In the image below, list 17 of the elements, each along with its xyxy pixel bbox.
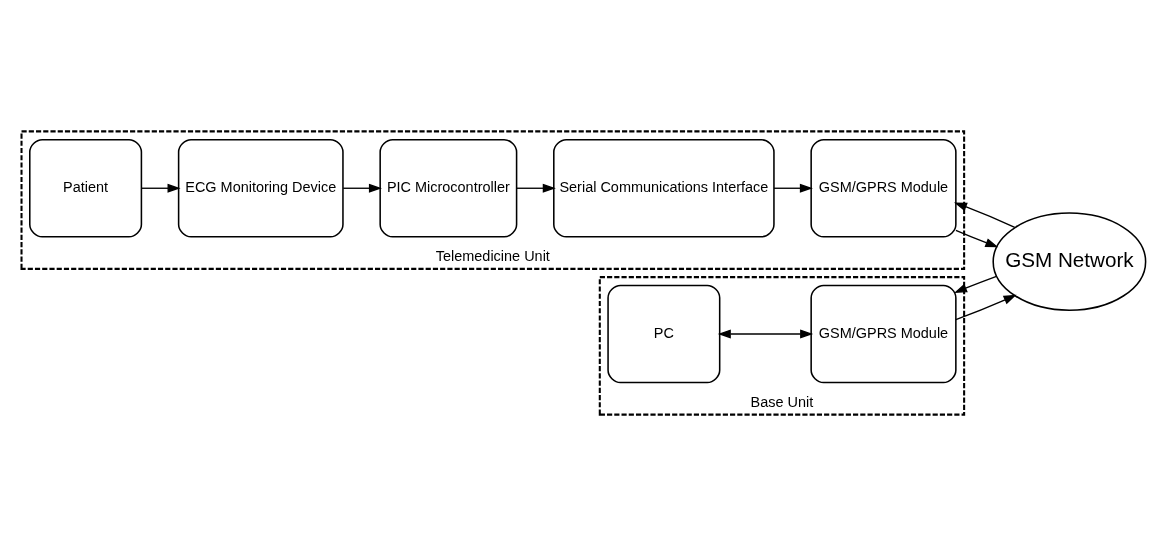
arrow (955, 294, 1017, 321)
arrow (953, 202, 1016, 229)
arrow (954, 275, 998, 294)
node-box: PC (607, 284, 721, 384)
arrow (342, 183, 382, 193)
node-box: Serial Communications Interface (553, 138, 775, 238)
node-box: Patient (29, 138, 143, 238)
arrow (717, 329, 814, 339)
node-ellipse: GSM Network (992, 212, 1147, 311)
arrow (515, 183, 556, 193)
node-box: GSM/GPRS Module (810, 138, 957, 238)
arrow (773, 183, 813, 193)
node-box: ECG Monitoring Device (177, 138, 344, 238)
node-box: GSM/GPRS Module (810, 284, 957, 384)
node-box: PIC Microcontroller (379, 138, 518, 238)
arrow (955, 229, 999, 248)
arrow (141, 183, 181, 193)
